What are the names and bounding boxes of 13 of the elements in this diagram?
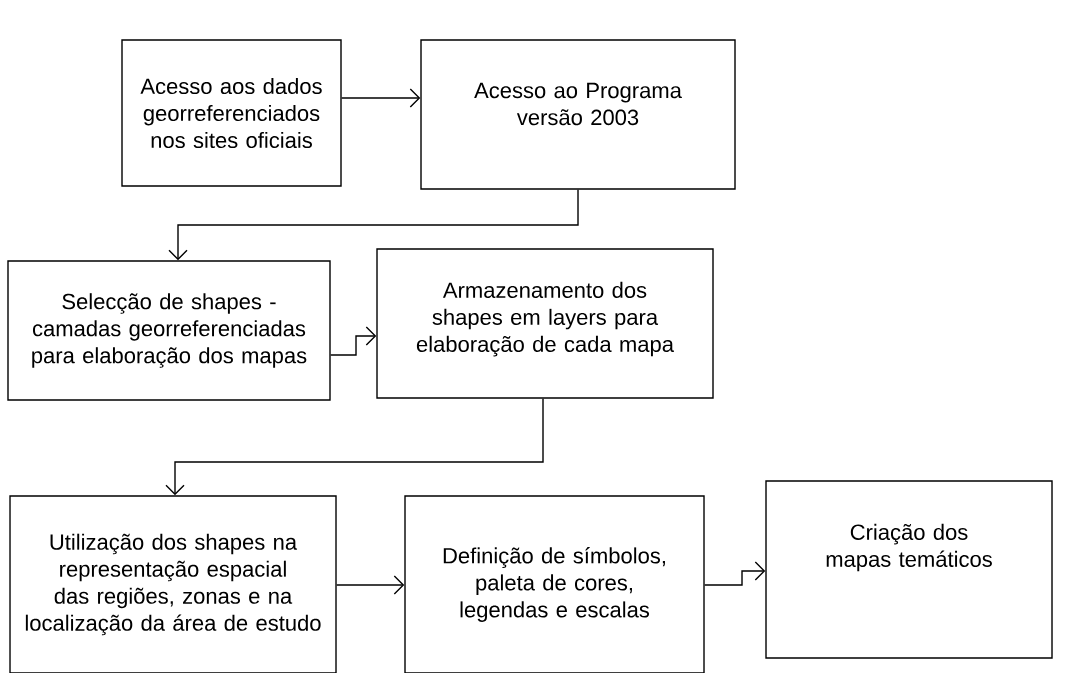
- arrow: [330, 326, 377, 356]
- arrow: [165, 398, 544, 496]
- arrow: [704, 561, 766, 586]
- process-box: Acesso ao Programa versão 2003: [420, 39, 736, 190]
- process-box: Selecção de shapes - camadas georreferenciadas para elaboração dos mapas: [7, 260, 331, 401]
- process-box: Criação dos mapas temáticos: [765, 480, 1053, 659]
- process-box: Armazenamento dos shapes em layers para elaboração de cada mapa: [376, 248, 714, 399]
- arrow: [168, 189, 579, 261]
- arrow: [336, 575, 405, 595]
- process-box: Acesso aos dados georreferenciados nos sites oficiais: [121, 39, 342, 187]
- arrow: [341, 88, 421, 108]
- process-box: Utilização dos shapes na representação espacial das regiões, zonas e na localização da área de estudo: [9, 495, 337, 673]
- process-box: Definição de símbolos, paleta de cores, legendas e escalas: [404, 495, 705, 673]
